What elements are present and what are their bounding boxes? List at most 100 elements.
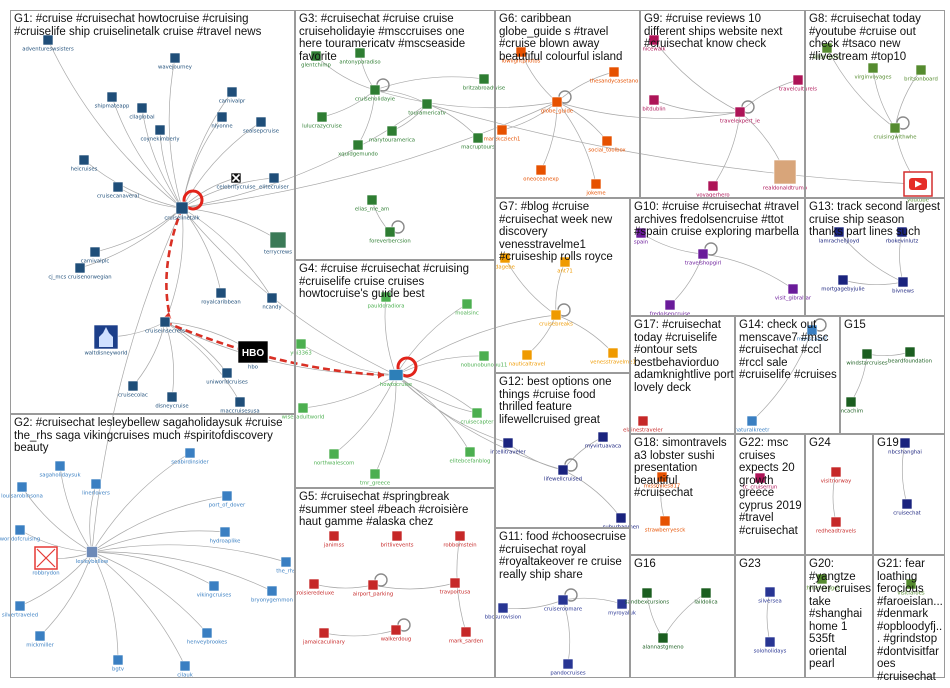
- node-label: spain: [634, 240, 648, 246]
- node-nlyonne: nlyonne: [211, 111, 233, 130]
- node-avatar-icon: [904, 346, 916, 358]
- node-label: strawberryesck: [645, 528, 687, 534]
- node-avatar-icon: [221, 490, 233, 502]
- node-carnivalpr: carnivalpr: [219, 86, 246, 105]
- node-adventureswsisters: adventureswsisters: [22, 34, 74, 53]
- broken-image-icon: [36, 548, 56, 568]
- node-avatar-icon: [308, 578, 320, 590]
- arrowhead: [378, 371, 384, 379]
- group-box-g3: G3: #cruisechat #cruise cruise cruisehol…: [295, 10, 495, 260]
- node-pauldoradiora: pauldoradiora: [368, 291, 405, 310]
- node-label: silvertraveled: [2, 613, 38, 619]
- edge: [751, 329, 813, 422]
- node-label: rbokevinlutz: [886, 239, 919, 245]
- node-avatar-icon: [54, 460, 66, 472]
- edge: [426, 103, 919, 185]
- node-label: nauticaltravel: [509, 362, 546, 368]
- node-avatar-icon: [266, 585, 278, 597]
- edge: [556, 101, 597, 185]
- edge: [79, 207, 183, 269]
- node-label: uniworldcruises: [206, 380, 248, 386]
- node-avatar-icon: [562, 658, 574, 670]
- node-avatar-icon: [89, 246, 101, 258]
- edge: [91, 551, 208, 634]
- node-label: globe_guide: [541, 109, 573, 115]
- node-avatar-icon: [830, 466, 842, 478]
- node-avatar-icon: [268, 172, 280, 184]
- node-label: mickmiller: [26, 643, 54, 649]
- node-avatar-icon: [897, 276, 909, 288]
- node-avatar-icon: [664, 299, 676, 311]
- node-cj_mcs: cj_mcs cruisenorwegian: [48, 262, 112, 281]
- node-label: social_toolbox: [588, 148, 625, 154]
- node-avatar-icon: [635, 227, 647, 239]
- node-label: terrycrews: [264, 250, 292, 256]
- group-box-g10: G10: #cruise #cruisechat #travel archive…: [630, 198, 805, 316]
- node-myvirtuavaca: myvirtuavaca: [585, 431, 621, 450]
- node-label: elitebcefanblog: [450, 459, 491, 465]
- node-avatar-icon: [472, 132, 484, 144]
- node-royalcaribbean: royalcaribbean: [201, 287, 241, 306]
- edge: [132, 321, 166, 387]
- edge: [653, 39, 741, 113]
- node-avatar-icon: [449, 577, 461, 589]
- node-avatar-icon: [366, 194, 378, 206]
- node-avatar-icon: [559, 256, 571, 268]
- node-ncandy: ncandy: [262, 292, 282, 311]
- node-avatar-icon: [601, 135, 613, 147]
- node-label: nlyonne: [211, 124, 232, 130]
- node-label: hydroaplike: [210, 539, 241, 545]
- node-lulucrazycruise: lulucrazycruise: [302, 111, 342, 130]
- group-label-g6: G6: caribbean globe_guide s #travel #cru…: [499, 13, 623, 63]
- node-avatar-icon: [112, 181, 124, 193]
- node-avatar-icon: [899, 437, 911, 449]
- node-label: cruiselinetalk: [164, 216, 200, 222]
- group-box-g11: G11: food #choosecruise #cruisechat roya…: [495, 528, 630, 678]
- node-mickmiller: mickmiller: [26, 630, 55, 649]
- node-label: visitnorway: [821, 479, 851, 485]
- group-label-g20: G20: #yangtze river cruises take #shangh…: [809, 558, 875, 670]
- node-label: cruisechat: [893, 511, 921, 517]
- node-elias_me_am: elias_me_am: [355, 194, 389, 213]
- node-avatar-icon: [255, 116, 267, 128]
- node-label: disneycruise: [155, 404, 188, 410]
- group-box-g12: G12: best options one things #cruise foo…: [495, 373, 630, 528]
- node-strawberryesck: strawberryesck: [645, 515, 687, 534]
- edge: [91, 530, 226, 553]
- node-label: coynekimberly: [140, 137, 179, 143]
- group-label-g11: G11: food #choosecruise #cruisechat roya…: [499, 531, 630, 581]
- node-label: carnivalpr: [219, 99, 246, 105]
- node-avatar-icon: [590, 178, 602, 190]
- node-foreverbercsion: foreverbercsion: [369, 226, 411, 245]
- node-avatar-icon: [159, 316, 171, 328]
- edge: [333, 374, 397, 455]
- node-label: bllckvprint: [813, 55, 841, 61]
- node-label: sandbexcursions: [625, 600, 670, 606]
- node-howtocruise: howtocruise: [380, 369, 412, 388]
- node-label: louisarobinsona: [1, 494, 43, 500]
- nodes-layer: cruiselinetalkcruiseinsecretsshipmateapp…: [0, 34, 938, 679]
- edge: [47, 39, 183, 209]
- node-avatar-icon: [746, 415, 758, 427]
- edge: [395, 314, 557, 376]
- node-avatar-icon: [390, 624, 402, 636]
- group-box-g8: G8: #cruisechat today #youtube #cruise o…: [805, 10, 945, 198]
- node-label: thesandycasetano: [590, 79, 639, 85]
- node-avatar-icon: [201, 627, 213, 639]
- node-marekcziech1: marekcziech1: [484, 124, 520, 143]
- node-label: cj_mcs cruisenorwegian: [48, 275, 111, 281]
- node-silvertraveled: silvertraveled: [2, 600, 38, 619]
- node-rbokevinlutz: rbokevinlutz: [886, 226, 919, 245]
- node-avatar-icon: [166, 391, 178, 403]
- node-label: airport_parking: [353, 592, 393, 598]
- node-avatar-icon: [215, 287, 227, 299]
- node-label: fredolsencruise: [650, 312, 691, 318]
- node-label: beardfoundation: [888, 359, 932, 365]
- node-terrycrews: terrycrews: [264, 231, 292, 256]
- node-label: elitecruiser: [259, 185, 289, 191]
- node-label: pauldoradiora: [368, 304, 405, 310]
- edge: [111, 96, 183, 209]
- node-avatar-icon: [697, 248, 709, 260]
- node-label: bgtv: [112, 667, 124, 673]
- node-label: pandocruises: [550, 671, 586, 677]
